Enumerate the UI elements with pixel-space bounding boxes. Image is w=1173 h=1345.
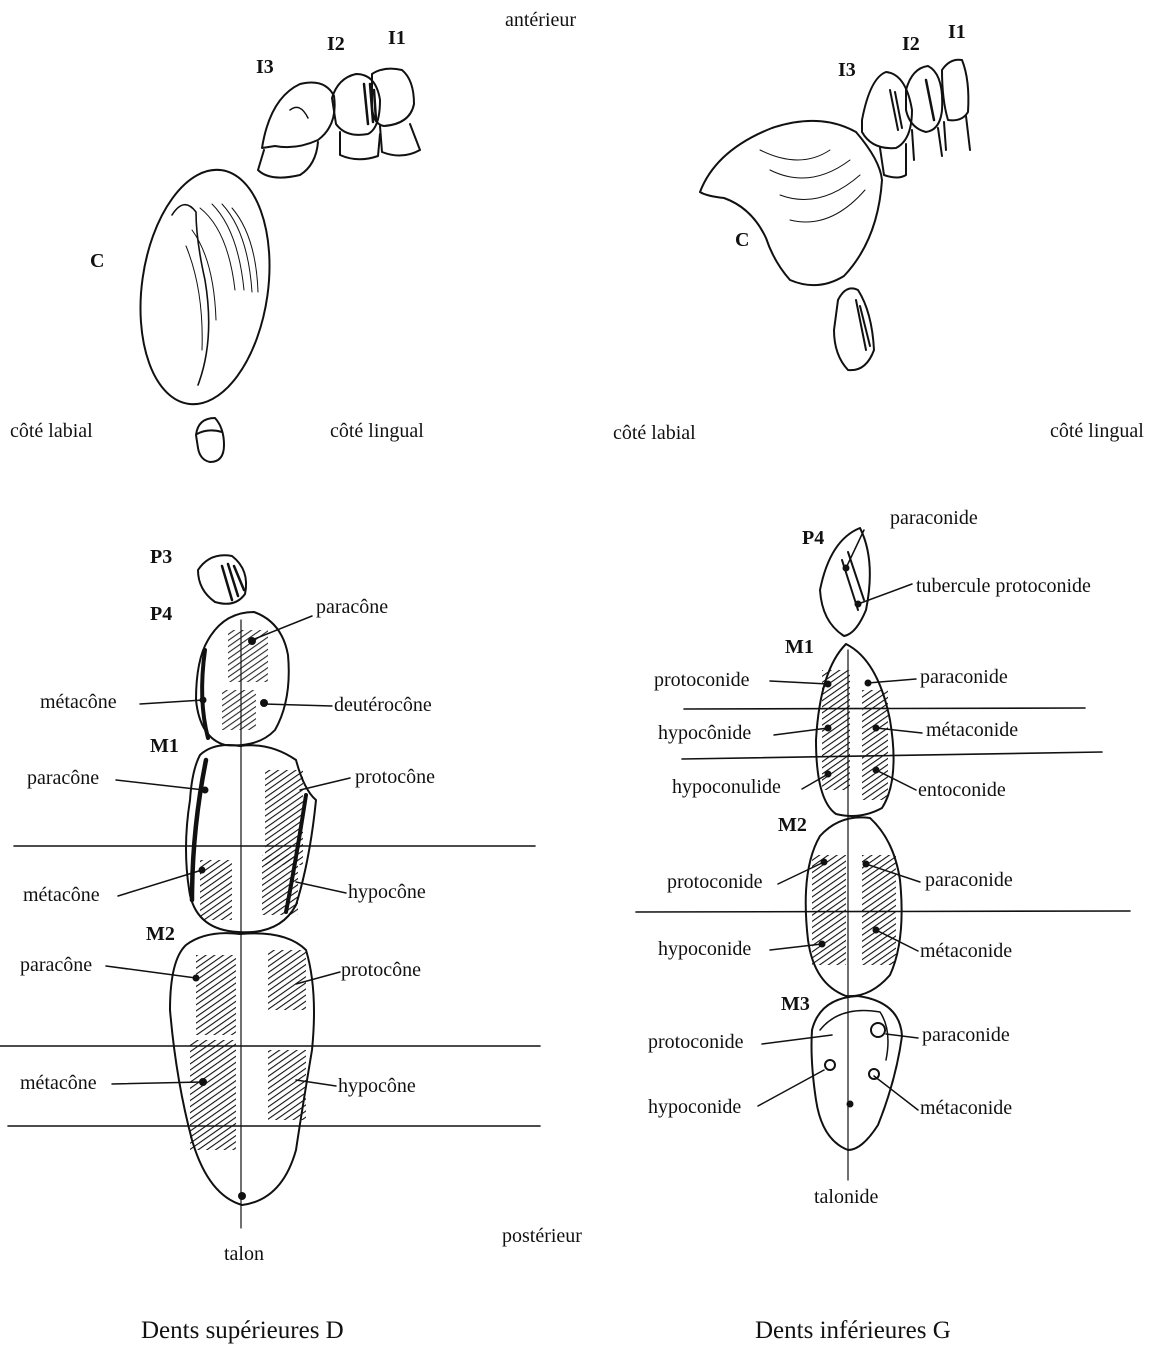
lower-m1-hypoconulide-label: hypoconulide	[672, 777, 781, 797]
upper-m2-metacone-label: métacône	[20, 1073, 97, 1093]
upper-talon-label: talon	[224, 1244, 264, 1264]
lower-m3-paraconide-label: paraconide	[922, 1025, 1010, 1045]
lower-m3-hypoconide-label: hypoconide	[648, 1097, 741, 1117]
upper-tooth-m1-label: M1	[150, 736, 179, 756]
lower-tooth-m2-label: M2	[778, 815, 807, 835]
upper-tooth-p3-label: P3	[150, 547, 172, 567]
lower-tooth-i2-label: I2	[902, 34, 920, 54]
lower-tooth-m3-label: M3	[781, 994, 810, 1014]
upper-tooth-m2-label: M2	[146, 924, 175, 944]
lower-m2-hypoconide-label: hypoconide	[658, 939, 751, 959]
upper-m2-paracone-label: paracône	[20, 955, 92, 975]
lower-p4-tubercule-label: tubercule protoconide	[916, 576, 1091, 596]
upper-tooth-i3-label: I3	[256, 57, 274, 77]
lower-m2	[806, 817, 902, 996]
lower-m1-metaconide-label: métaconide	[926, 720, 1018, 740]
upper-tooth-i2-label: I2	[327, 34, 345, 54]
upper-m1-protocone-label: protocône	[355, 767, 435, 787]
anterior-label: antérieur	[505, 10, 576, 30]
upper-m2-hypocone-label: hypocône	[338, 1076, 416, 1096]
upper-side-lingual: côté lingual	[330, 421, 424, 441]
lower-side-labial: côté labial	[613, 423, 696, 443]
lower-m1-protoconide-label: protoconide	[654, 670, 750, 690]
upper-small-tooth	[196, 418, 224, 462]
upper-p4	[196, 612, 289, 745]
lower-m2-metaconide-label: métaconide	[920, 941, 1012, 961]
lower-incisor-i1	[942, 60, 970, 150]
lower-tooth-i1-label: I1	[948, 22, 966, 42]
upper-tooth-c-label: C	[90, 251, 104, 271]
upper-m2	[170, 933, 314, 1205]
lower-talonide-label: talonide	[814, 1187, 878, 1207]
lower-m3	[812, 996, 903, 1150]
posterior-label: postérieur	[502, 1226, 582, 1246]
lower-m1-hypoconide-label: hypocônide	[658, 723, 751, 743]
lower-m1-entoconide-label: entoconide	[918, 780, 1006, 800]
upper-m2-protocone-label: protocône	[341, 960, 421, 980]
lower-p4	[820, 528, 870, 636]
lower-small-tooth	[834, 288, 874, 370]
upper-canine	[126, 161, 284, 412]
upper-m1	[186, 745, 316, 932]
lower-m2-protoconide-label: protoconide	[667, 872, 763, 892]
upper-side-labial: côté labial	[10, 421, 93, 441]
lower-tooth-p4-label: P4	[802, 528, 824, 548]
upper-p3	[198, 555, 246, 604]
lower-m3-protoconide-label: protoconide	[648, 1032, 744, 1052]
lower-tooth-c-label: C	[735, 230, 749, 250]
lower-tooth-m1-label: M1	[785, 637, 814, 657]
lower-p4-paraconide-label: paraconide	[890, 508, 978, 528]
lower-caption: Dents inférieures G	[755, 1318, 951, 1343]
lower-m2-paraconide-label: paraconide	[925, 870, 1013, 890]
lower-incisor-i3	[862, 72, 912, 178]
lower-m1-paraconide-label: paraconide	[920, 667, 1008, 687]
upper-tooth-i1-label: I1	[388, 28, 406, 48]
lower-canine	[700, 121, 882, 285]
upper-m1-hypocone-label: hypocône	[348, 882, 426, 902]
upper-tooth-p4-label: P4	[150, 604, 172, 624]
lower-tooth-i3-label: I3	[838, 60, 856, 80]
upper-m1-metacone-label: métacône	[23, 885, 100, 905]
upper-p4-metacone-label: métacône	[40, 692, 117, 712]
upper-m1-paracone-label: paracône	[27, 768, 99, 788]
upper-incisor-i3	[258, 83, 335, 178]
upper-p4-paracone-label: paracône	[316, 597, 388, 617]
lower-m3-metaconide-label: métaconide	[920, 1098, 1012, 1118]
upper-p4-deuterocone-label: deutérocône	[334, 695, 432, 715]
upper-caption: Dents supérieures D	[141, 1318, 344, 1343]
lower-side-lingual: côté lingual	[1050, 421, 1144, 441]
